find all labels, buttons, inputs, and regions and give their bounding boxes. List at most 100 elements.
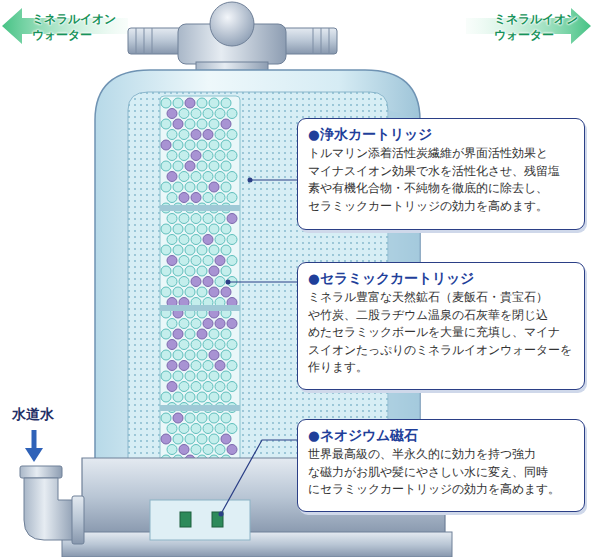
ceramic-ball	[185, 371, 195, 381]
ceramic-ball	[209, 413, 219, 423]
ceramic-ball	[173, 161, 183, 171]
leader-line	[252, 179, 297, 180]
ceramic-ball	[161, 182, 171, 192]
ceramic-ball	[179, 172, 189, 182]
ceramic-ball	[209, 245, 219, 255]
callout-box: ●ネオジウム磁石世界最高級の、半永久的に効力を持つ強力 な磁力がお肌や髪にやさし…	[297, 419, 585, 512]
ceramic-ball	[221, 329, 231, 339]
ceramic-ball	[179, 445, 189, 455]
ceramic-ball	[215, 319, 225, 329]
ceramic-ball	[203, 424, 213, 434]
ceramic-ball	[173, 224, 183, 234]
ceramic-ball	[197, 392, 207, 402]
ceramic-ball	[215, 193, 225, 203]
ceramic-ball	[167, 109, 177, 119]
ceramic-ball	[191, 340, 201, 350]
ceramic-ball	[161, 413, 171, 423]
ceramic-ball	[191, 445, 201, 455]
leader-line	[230, 281, 297, 282]
outlet-arrow	[2, 8, 128, 44]
leader-dot	[226, 280, 231, 285]
ceramic-ball	[221, 245, 231, 255]
ceramic-ball	[215, 109, 225, 119]
ceramic-ball	[203, 382, 213, 392]
ceramic-ball	[203, 277, 213, 287]
ceramic-ball	[173, 119, 183, 129]
base-cutaway	[150, 500, 250, 540]
ceramic-ball	[197, 266, 207, 276]
ceramic-ball	[215, 235, 225, 245]
ceramic-ball	[185, 245, 195, 255]
ceramic-ball	[179, 214, 189, 224]
ceramic-ball	[161, 266, 171, 276]
ceramic-ball	[185, 392, 195, 402]
ceramic-ball	[221, 350, 231, 360]
base-flange	[62, 532, 452, 557]
ceramic-ball	[209, 182, 219, 192]
ceramic-ball	[185, 413, 195, 423]
ceramic-ball	[173, 329, 183, 339]
ceramic-ball	[221, 392, 231, 402]
outlet-arrow	[466, 8, 591, 44]
leader-dot	[219, 512, 224, 517]
ceramic-ball	[179, 319, 189, 329]
ceramic-ball	[203, 235, 213, 245]
ceramic-ball	[191, 109, 201, 119]
ceramic-ball	[221, 140, 231, 150]
ceramic-ball	[191, 361, 201, 371]
ceramic-ball	[221, 413, 231, 423]
ceramic-ball	[209, 224, 219, 234]
ceramic-ball	[203, 151, 213, 161]
ceramic-ball	[209, 287, 219, 297]
ceramic-ball	[185, 266, 195, 276]
column-divider	[160, 205, 240, 211]
neodymium-magnet	[180, 512, 191, 527]
ceramic-ball	[215, 340, 225, 350]
ceramic-ball	[197, 119, 207, 129]
ceramic-ball	[227, 130, 237, 140]
ceramic-ball	[185, 434, 195, 444]
ceramic-ball	[167, 235, 177, 245]
inlet-arrow	[32, 430, 37, 450]
valve-knob	[210, 2, 254, 46]
ceramic-ball	[185, 140, 195, 150]
ceramic-ball	[173, 140, 183, 150]
ceramic-ball	[179, 151, 189, 161]
ceramic-ball	[167, 361, 177, 371]
ceramic-ball	[191, 130, 201, 140]
ceramic-ball	[167, 445, 177, 455]
ceramic-ball	[161, 329, 171, 339]
inlet-label: 水道水	[12, 405, 72, 423]
ceramic-ball	[227, 319, 237, 329]
ceramic-ball	[203, 172, 213, 182]
ceramic-ball	[191, 424, 201, 434]
ceramic-ball	[215, 445, 225, 455]
ceramic-ball	[167, 319, 177, 329]
ceramic-ball	[227, 445, 237, 455]
ceramic-ball	[179, 277, 189, 287]
ceramic-ball	[197, 371, 207, 381]
ceramic-ball	[209, 392, 219, 402]
column-divider	[160, 405, 240, 411]
ceramic-ball	[167, 256, 177, 266]
ceramic-ball	[185, 119, 195, 129]
ceramic-ball	[167, 277, 177, 287]
ceramic-ball	[227, 424, 237, 434]
ceramic-ball	[209, 350, 219, 360]
ceramic-ball	[161, 98, 171, 108]
ceramic-ball	[185, 182, 195, 192]
callout-text: ミネラル豊富な天然鉱石（麦飯石・貴宝石） や竹炭、二股ラヂウム温泉の石灰華を閉じ…	[308, 289, 576, 376]
ceramic-ball	[209, 434, 219, 444]
ceramic-ball	[203, 340, 213, 350]
ceramic-ball	[203, 256, 213, 266]
ceramic-ball	[227, 361, 237, 371]
ceramic-ball	[191, 151, 201, 161]
ceramic-ball	[215, 382, 225, 392]
callout-heading: ●ネオジウム磁石	[308, 426, 576, 444]
ceramic-ball	[191, 382, 201, 392]
ceramic-ball	[179, 340, 189, 350]
ceramic-ball	[221, 224, 231, 234]
ceramic-ball	[179, 109, 189, 119]
inlet-arrow	[25, 448, 43, 462]
